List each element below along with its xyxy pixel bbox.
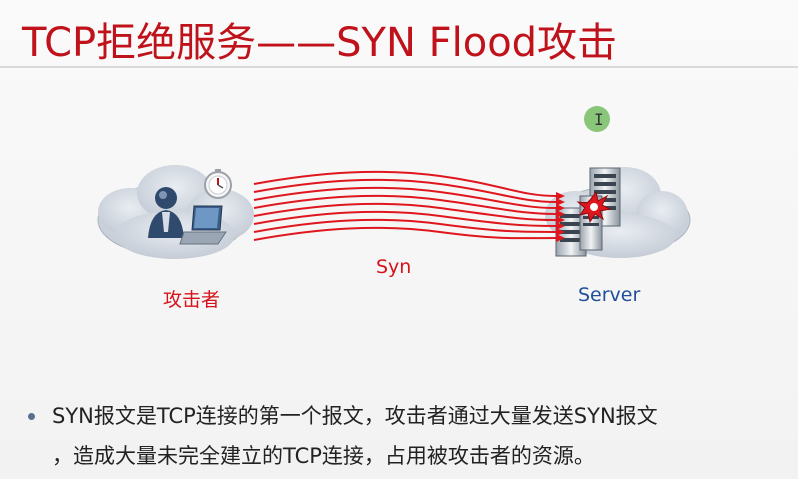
arrowheads — [556, 192, 565, 242]
text-cursor-icon: I — [594, 110, 604, 129]
slide-title: TCP拒绝服务——SYN Flood攻击 — [22, 20, 618, 66]
syn-flood-lines — [253, 170, 557, 241]
attacker-label: 攻击者 — [163, 289, 221, 311]
bullet-point: SYN报文是TCP连接的第一个报文，攻击者通过大量发送SYN报文 ，造成大量未完… — [28, 396, 788, 476]
bullet-icon — [28, 413, 35, 420]
bullet-line-1: SYN报文是TCP连接的第一个报文，攻击者通过大量发送SYN报文 — [52, 404, 658, 428]
bullet-line-2: ，造成大量未完全建立的TCP连接，占用被攻击者的资源。 — [52, 444, 595, 468]
laptop-icon — [179, 205, 227, 245]
syn-label: Syn — [376, 256, 412, 278]
attacker-person-icon — [148, 187, 184, 238]
server-label: Server — [578, 284, 641, 306]
clock-icon — [204, 169, 232, 199]
cursor-badge — [584, 106, 610, 132]
explosion-icon — [576, 190, 612, 224]
title-divider — [0, 66, 798, 68]
